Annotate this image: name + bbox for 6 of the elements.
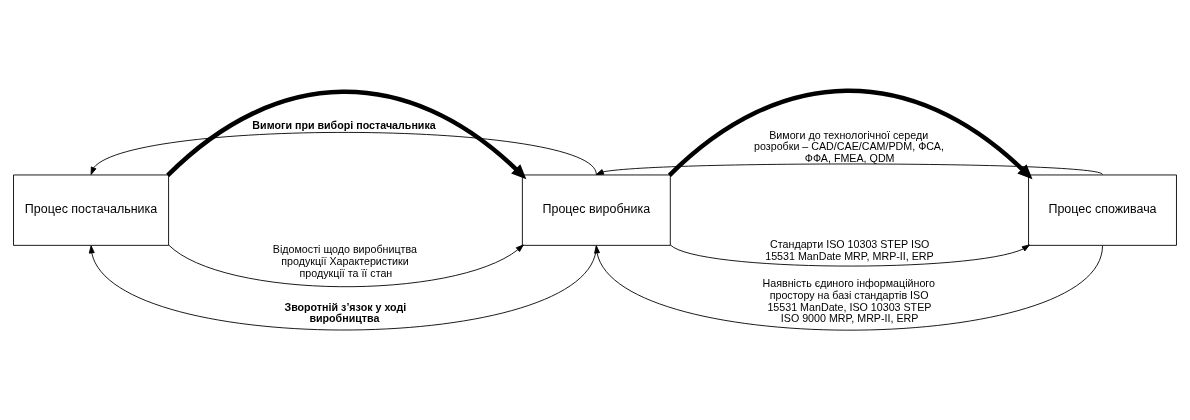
edge-label: Вимоги при виборі постачальника (252, 118, 436, 131)
edge-label: Вимоги до технологічної середи розробки – CAD/CAE/CAM/PDM, ФСА, ФФА, FMEA, QDM (754, 128, 944, 164)
edge-label: Наявність єдиного інформаційного простору на базі стандартів ISO 15531 ManDate, ISO 10303 STEP ISO 9000 MRP, MRP-II, ERP (762, 276, 935, 324)
edge-label: Стандарти ISO 10303 STEP ISO 15531 ManDate MRP, MRP-II, ERP (765, 237, 934, 262)
edge-label: Зворотній з’язок у ході виробництва (284, 300, 407, 324)
edge-label: Відомості щодо виробництва продукції Характеристики продукції та її стан (272, 242, 417, 279)
